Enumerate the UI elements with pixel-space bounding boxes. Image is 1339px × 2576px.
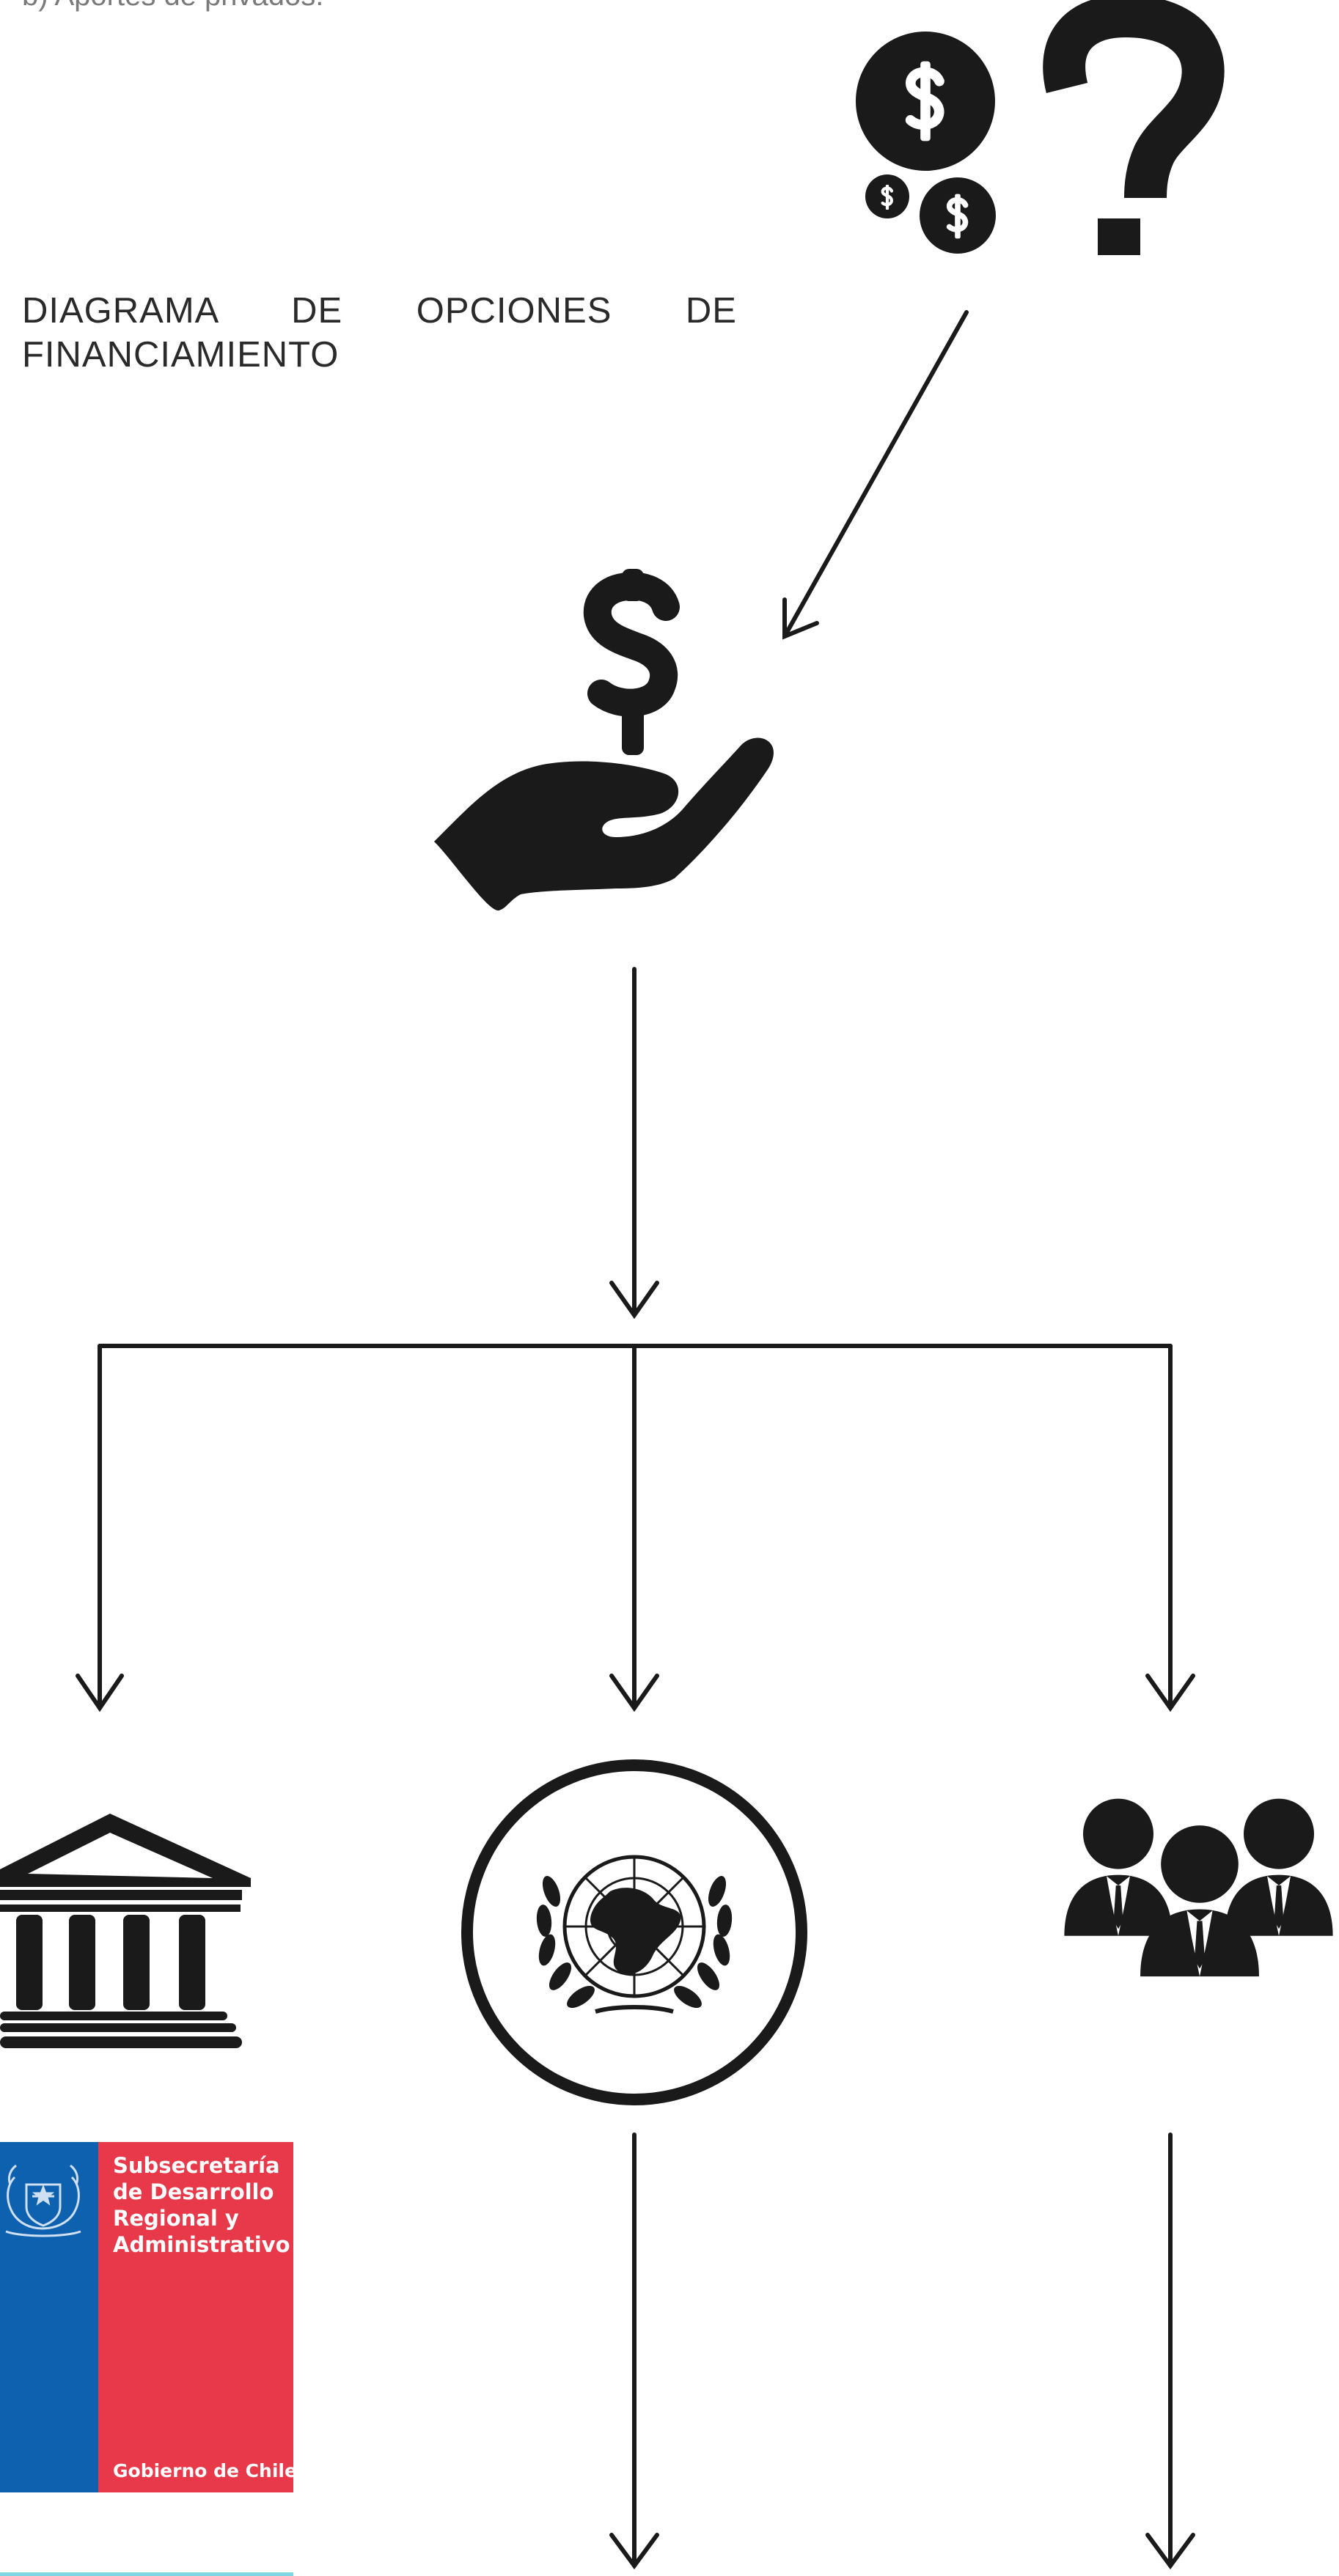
government-building-icon xyxy=(0,1814,251,2048)
money-question-icon xyxy=(856,0,1225,255)
hand-icon xyxy=(434,737,774,911)
logo-government-label: Gobierno de Chile xyxy=(113,2460,297,2481)
branch-connector xyxy=(76,1344,1195,1712)
logo-red-band xyxy=(98,2142,293,2492)
subdere-logo: Subsecretaría de Desarrollo Regional y A… xyxy=(0,2142,297,2492)
diagonal-arrow xyxy=(782,310,969,640)
main-down-arrow xyxy=(609,967,659,1320)
question-mark-icon xyxy=(1043,0,1225,199)
united-nations-emblem-icon xyxy=(461,1759,807,2105)
diagram-title: DIAGRAMA DE OPCIONES DE FINANCIAMIENTO xyxy=(22,291,737,375)
bottom-accent-line xyxy=(0,2572,293,2576)
dollar-sign-icon xyxy=(583,572,680,717)
chile-coat-of-arms-icon xyxy=(5,2164,81,2237)
business-people-icon xyxy=(1064,1798,1333,1977)
hand-dollar-icon xyxy=(434,569,774,911)
cut-off-text: b) Aportes de privados. xyxy=(22,0,323,12)
bottom-arrows xyxy=(609,2132,1195,2570)
logo-blue-band xyxy=(0,2142,98,2492)
logo-institution-name: Subsecretaría de Desarrollo Regional y A… xyxy=(113,2153,290,2257)
question-dot-icon xyxy=(1098,218,1140,255)
